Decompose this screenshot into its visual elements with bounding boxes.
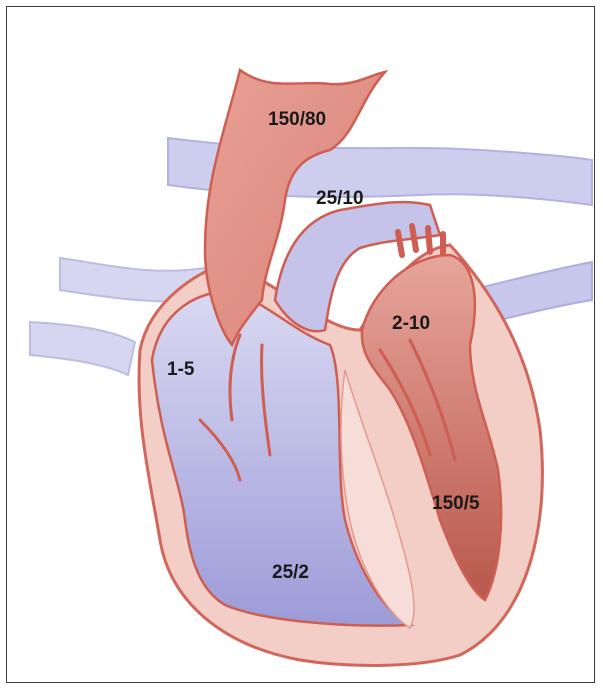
pulmonary-artery-pressure-label: 25/10: [316, 188, 364, 209]
right-ventricle-pressure-label: 25/2: [272, 562, 309, 583]
left-atrium-pressure-label: 2-10: [392, 313, 430, 334]
aorta-pressure-label: 150/80: [268, 109, 326, 130]
inferior-vessel-band-lower: [30, 322, 135, 375]
left-ventricle-pressure-label: 150/5: [432, 493, 480, 514]
right-atrium-pressure-label: 1-5: [167, 359, 195, 380]
